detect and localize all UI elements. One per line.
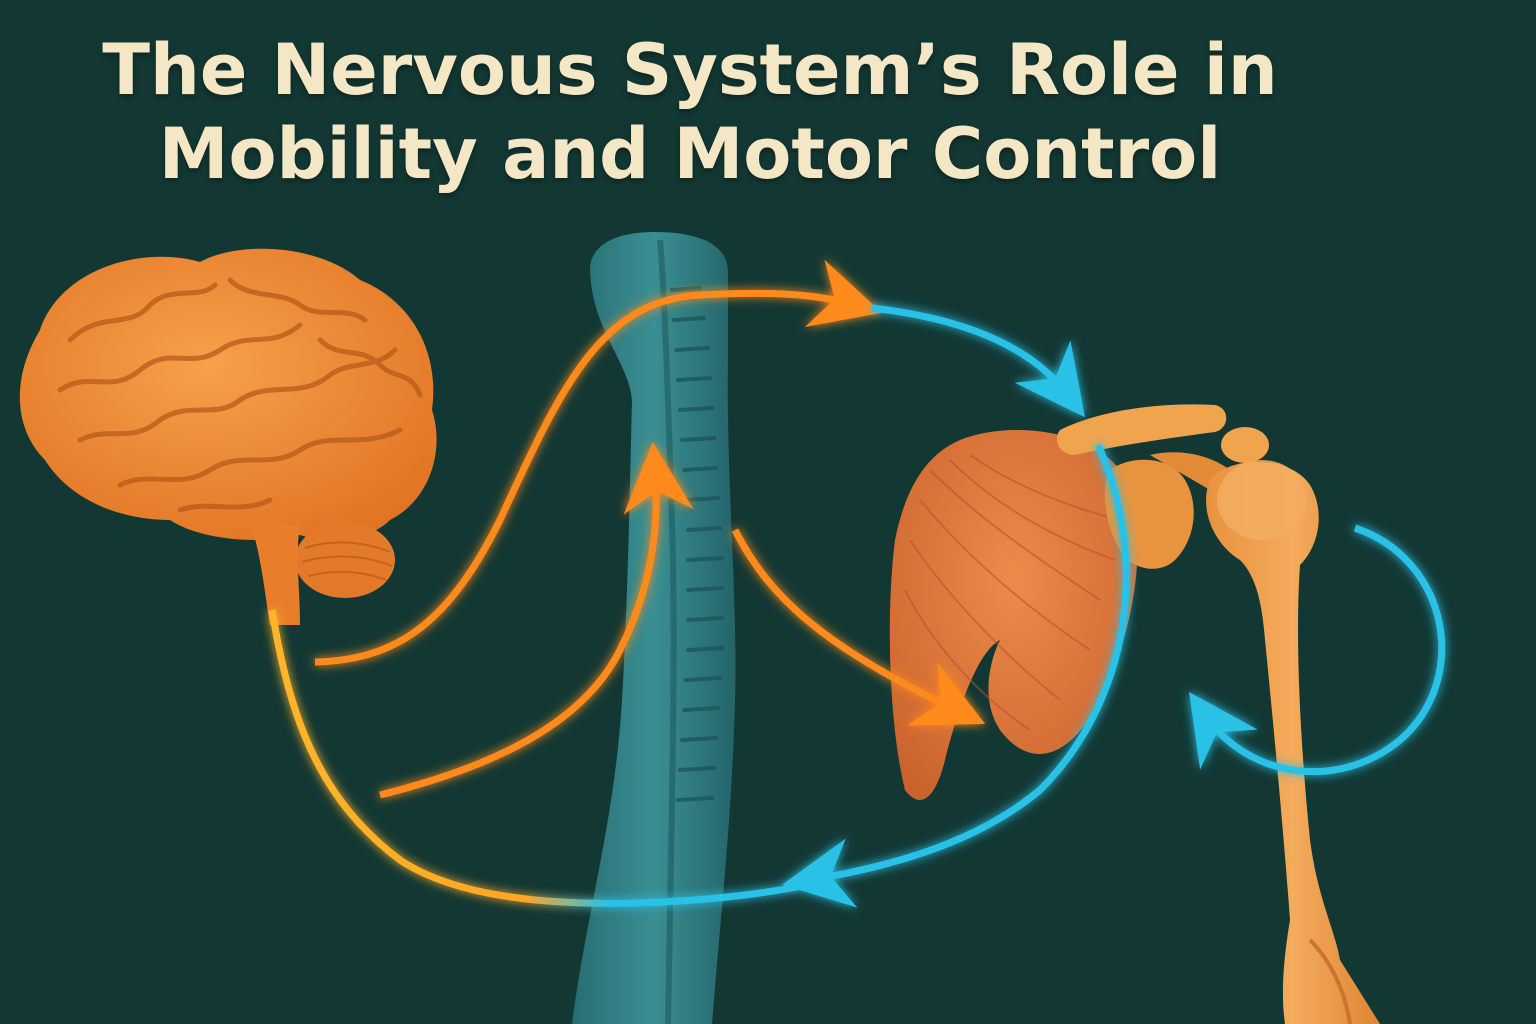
spinal-cord-icon	[572, 232, 736, 1024]
shoulder-muscle-icon	[889, 430, 1138, 800]
motor-pathways	[314, 259, 986, 799]
title-line-2: Mobility and Motor Control	[158, 113, 1222, 195]
sensory-pathways	[871, 304, 1446, 776]
brain-icon	[19, 248, 437, 625]
page-title: The Nervous System’s Role in Mobility an…	[0, 28, 1380, 196]
feedback-loop	[268, 443, 1130, 908]
title-line-1: The Nervous System’s Role in	[102, 29, 1278, 111]
humerus-icon	[1206, 460, 1380, 1024]
